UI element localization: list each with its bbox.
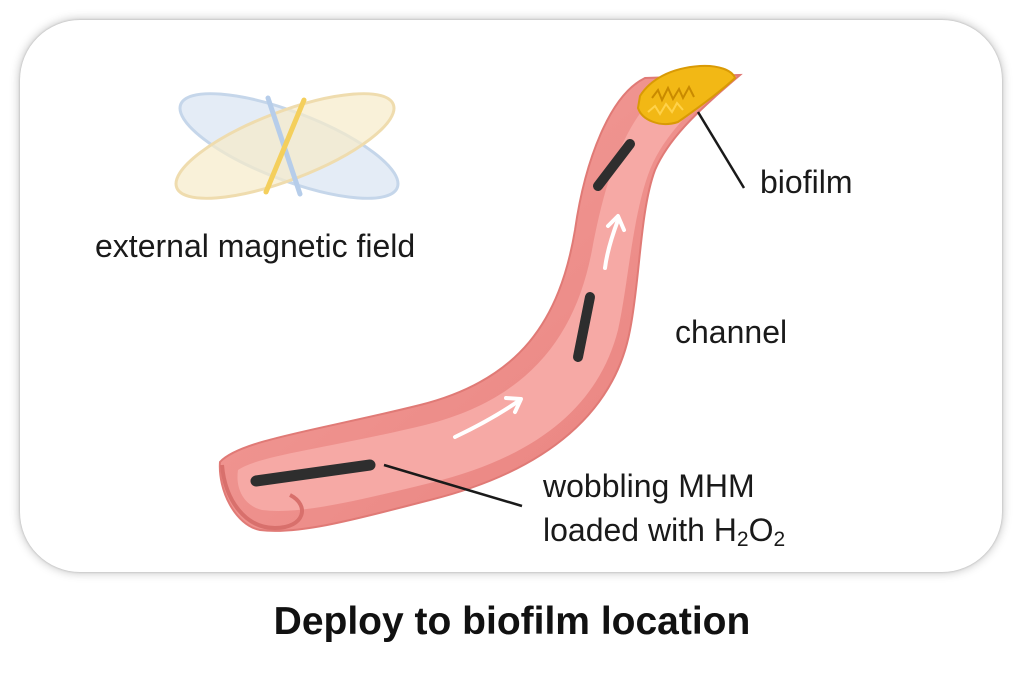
figure-caption: Deploy to biofilm location (273, 600, 751, 643)
mhm-sub-1: 2 (736, 528, 749, 551)
mhm-label-line2: loaded with H2O2 (543, 510, 785, 550)
mhm-label-o: O (748, 512, 774, 548)
mhm-sub-2: 2 (773, 528, 786, 551)
magnetic-field-icon (174, 92, 400, 200)
channel-label: channel (675, 314, 788, 350)
biofilm-icon (636, 64, 737, 126)
biofilm-label: biofilm (760, 164, 853, 200)
flow-arrow-icon (453, 214, 626, 439)
mhm-label-prefix: loaded with H (543, 512, 737, 548)
rod-icon (250, 139, 635, 487)
leader-lines (383, 111, 746, 508)
field-label: external magnetic field (95, 228, 416, 264)
mhm-label-line1: wobbling MHM (543, 468, 755, 504)
